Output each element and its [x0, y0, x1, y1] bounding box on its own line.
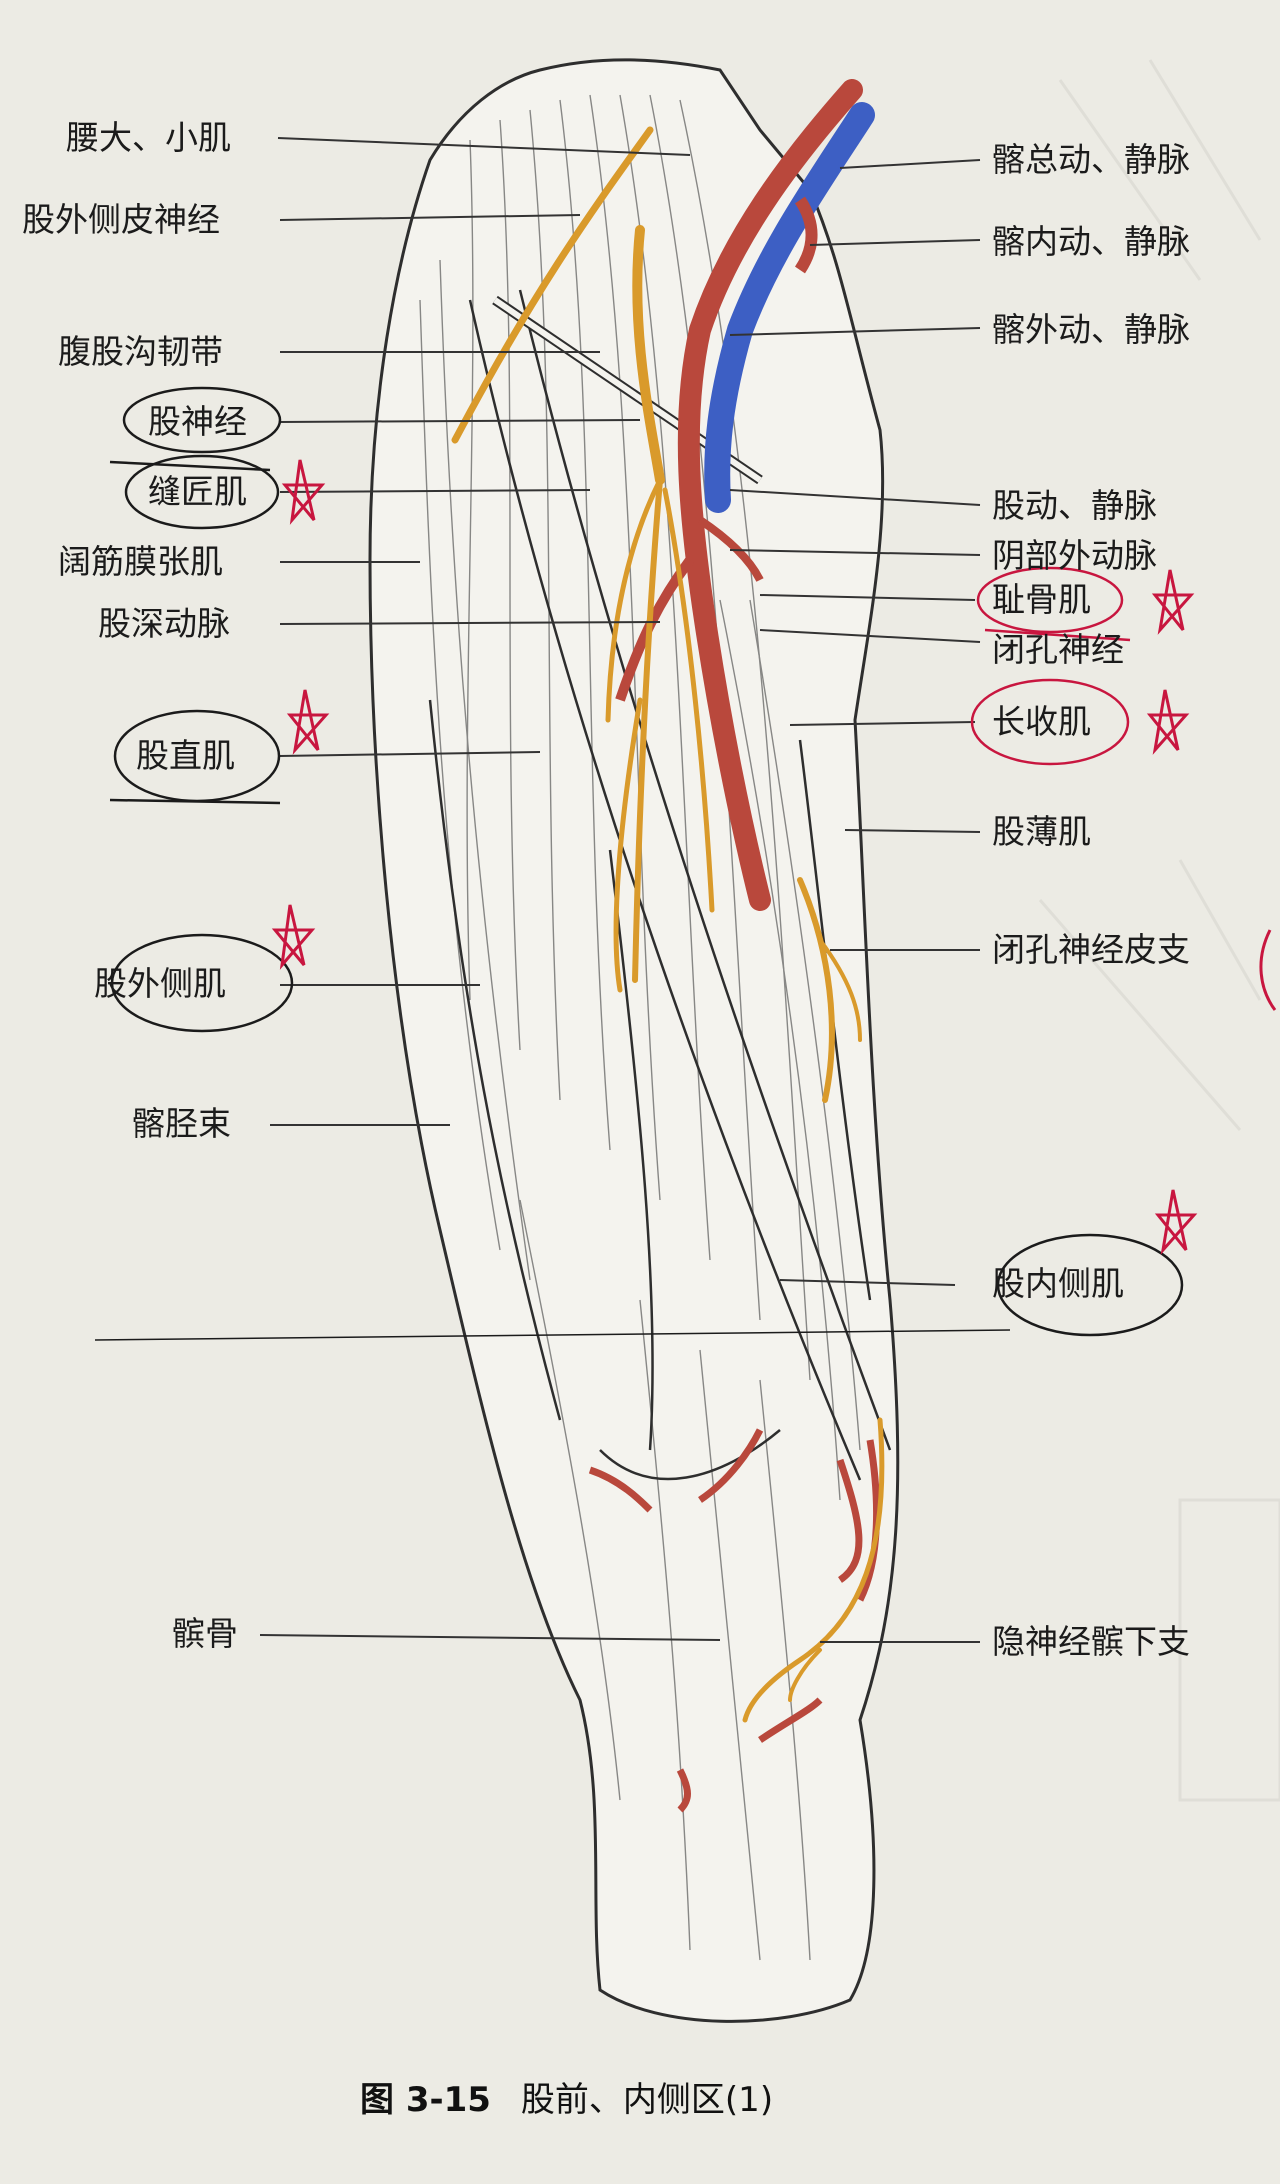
label-iliotibial-tract: 髂胫束 [132, 1104, 231, 1143]
label-external-iliac-vessels: 髂外动、静脉 [992, 310, 1190, 349]
iliac-femoral-vein [704, 102, 875, 513]
leader-lines-right [729, 159, 981, 1643]
handwritten-annotations [94, 386, 1184, 1341]
label-tensor-fasciae-latae: 阔筋膜张肌 [58, 542, 223, 581]
label-deep-femoral-artery: 股深动脉 [98, 604, 230, 643]
figure-number: 图 3-15 [360, 2080, 491, 2120]
label-femoral-nerve: 股神经 [148, 402, 247, 441]
label-common-iliac-vessels: 髂总动、静脉 [992, 140, 1190, 179]
annotation-stars [271, 459, 1277, 1255]
iliac-femoral-artery [677, 79, 863, 911]
label-vastus-lateralis: 股外侧肌 [94, 964, 226, 1003]
label-obturator-cutaneous-branch: 闭孔神经皮支 [992, 930, 1190, 969]
label-patella: 髌骨 [172, 1614, 238, 1653]
genicular-arteries [588, 1428, 881, 1813]
label-inguinal-ligament: 腹股沟韧带 [58, 332, 223, 371]
label-psoas: 腰大、小肌 [66, 118, 231, 157]
label-lateral-femoral-cutaneous-nerve: 股外侧皮神经 [22, 200, 220, 239]
label-external-pudendal-artery: 阴部外动脉 [992, 536, 1157, 575]
label-rectus-femoris: 股直肌 [136, 736, 235, 775]
label-internal-iliac-vessels: 髂内动、静脉 [992, 222, 1190, 261]
leader-lines-left [259, 137, 721, 1641]
background-bleed [1038, 59, 1280, 1802]
figure-caption: 图 3-15 股前、内侧区(1) [360, 2072, 773, 2121]
nerves [451, 126, 885, 1723]
thigh-outline [368, 58, 900, 2023]
figure-title: 股前、内侧区(1) [520, 2080, 774, 2120]
label-pectineus: 耻骨肌 [992, 580, 1091, 619]
label-adductor-longus: 长收肌 [992, 702, 1091, 741]
label-femoral-vessels: 股动、静脉 [992, 486, 1157, 525]
label-obturator-nerve: 闭孔神经 [992, 630, 1124, 669]
label-infrapatellar-saphenous-branch: 隐神经髌下支 [992, 1622, 1190, 1661]
label-gracilis: 股薄肌 [992, 812, 1091, 851]
label-sartorius: 缝匠肌 [148, 472, 247, 511]
label-vastus-medialis: 股内侧肌 [992, 1264, 1124, 1303]
